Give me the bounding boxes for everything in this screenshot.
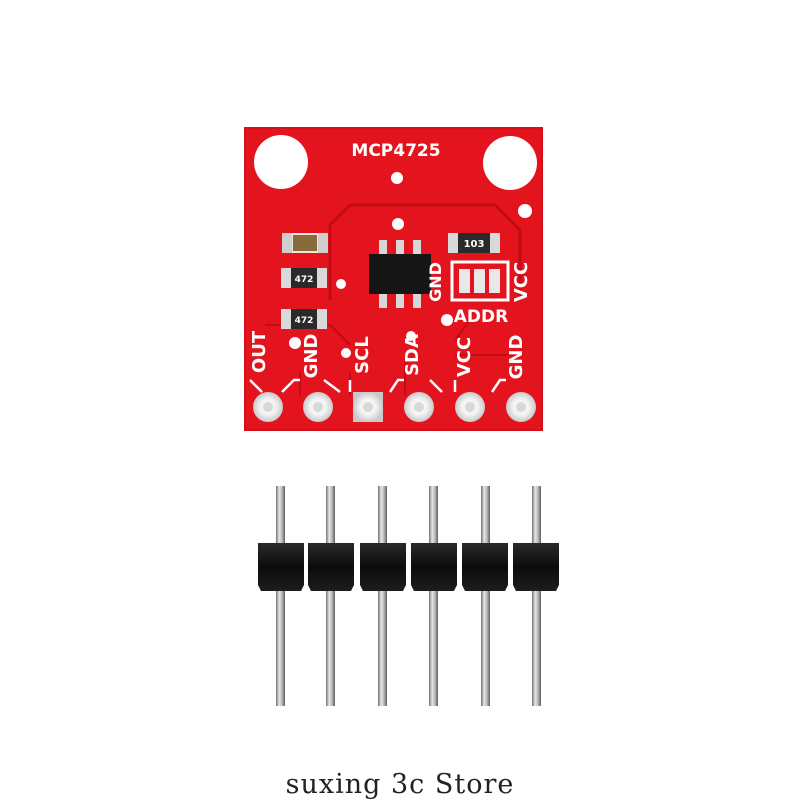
svg-text:472: 472 [295,275,314,285]
resistor-mid: 472 [281,268,327,288]
resistor-bottom: 472 [281,309,327,329]
vias [289,172,532,358]
addr-jumper [450,260,510,302]
pin-label-out: OUT [249,330,270,373]
pin-label-gnd-1: GND [301,334,322,379]
board-title: MCP4725 [351,141,440,161]
svg-text:103: 103 [464,239,485,250]
right-vcc-label: VCC [511,262,532,302]
pin-label-gnd-2: GND [506,335,527,380]
header-pins [276,486,541,706]
pin-label-brackets [249,378,506,393]
header-plastic [258,543,559,591]
pin-label-vcc: VCC [454,337,475,377]
store-caption: suxing 3c Store [285,769,515,800]
pin-label-scl: SCL [352,336,373,374]
resistor-top-right: 103 [448,233,500,253]
pin-labels: OUT GND SCL SDA VCC GND [249,330,527,379]
ic-chip [369,240,431,308]
resistor-capacitor-top-left [282,233,328,253]
pin-pads [253,392,536,422]
addr-label: ADDR [454,307,508,327]
svg-text:472: 472 [295,316,314,326]
mounting-hole-left [254,135,308,189]
pin-label-sda: SDA [402,334,423,376]
right-gnd-label: GND [426,262,445,302]
mounting-hole-right [483,136,537,190]
pin-header [258,486,559,706]
